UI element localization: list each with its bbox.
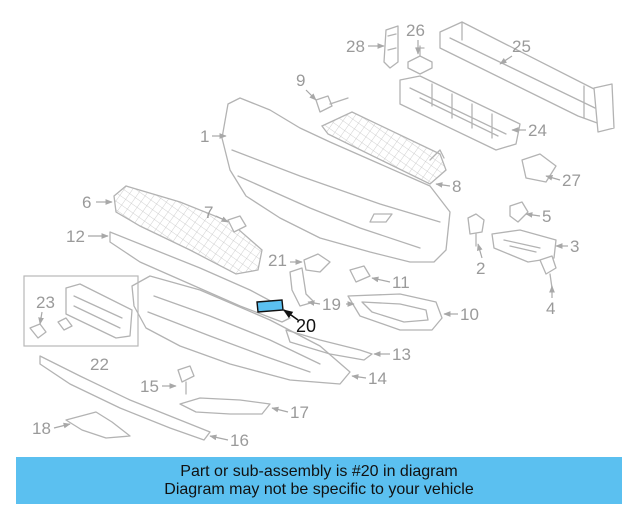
callout-label-11: 11 [392,273,410,292]
callout-26: 26 [406,21,425,55]
callout-label-7: 7 [204,203,213,222]
part-5-clip [509,201,529,223]
part-25-reinforcement-beam [439,21,615,133]
callout-label-19: 19 [322,295,341,314]
part-6-lower-grille [113,185,263,275]
callout-label-4: 4 [546,299,555,318]
callout-5: 5 [525,207,551,226]
part-20-highlighted [256,299,284,313]
part-15-bolt [177,365,195,395]
part-17-trim [179,397,271,415]
callout-12: 12 [66,227,109,246]
callout-label-10: 10 [460,305,479,324]
callout-label-20: 20 [296,316,316,336]
part-11-clip [349,265,371,283]
part-21-cap [303,253,331,273]
callout-3: 3 [555,237,579,256]
callout-label-23: 23 [36,293,55,312]
callout-label-18: 18 [32,419,51,438]
part-7-clip [227,215,247,233]
callout-label-13: 13 [392,345,411,364]
callout-14: 14 [351,369,387,388]
callout-label-16: 16 [230,431,249,450]
callout-label-8: 8 [452,177,461,196]
callout-label-12: 12 [66,227,85,246]
callout-label-14: 14 [368,369,387,388]
part-9-screw [315,95,349,113]
callout-label-15: 15 [140,377,159,396]
part-27-bracket [521,153,557,183]
callout-label-6: 6 [82,193,91,212]
callout-10: 10 [443,305,479,324]
callout-9: 9 [296,71,317,101]
callout-label-1: 1 [200,127,209,146]
callout-22: 22 [90,355,109,374]
callout-label-2: 2 [476,259,485,278]
callout-11: 11 [371,273,410,292]
callout-4: 4 [546,285,555,318]
part-2-bolt [467,213,485,247]
callout-label-5: 5 [542,207,551,226]
callout-label-9: 9 [296,71,305,90]
callout-13: 13 [373,345,411,364]
part-22-license-bracket-group [23,275,139,347]
callout-8: 8 [435,177,461,196]
part-13-lower-trim [285,329,373,361]
part-8-upper-grille [320,111,447,185]
banner-line-1: Part or sub-assembly is #20 in diagram [180,462,458,480]
callout-18: 18 [32,419,71,438]
callout-16: 16 [209,431,249,450]
callout-19: 19 [307,295,355,314]
part-19-bracket [289,267,315,307]
callout-1: 1 [200,127,227,146]
callout-label-17: 17 [290,403,309,422]
parts-diagram: 1 2 3 4 5 6 7 8 9 10 11 12 [23,21,615,450]
callout-2: 2 [476,243,485,278]
callout-21: 21 [268,251,303,270]
callout-label-24: 24 [528,121,547,140]
part-3-reflector-bracket [491,229,557,263]
part-10-fog-bezel [347,293,443,331]
part-12-trim-strip [109,231,291,323]
callout-15: 15 [140,377,177,396]
callout-24: 24 [511,121,547,140]
callout-17: 17 [271,403,309,422]
banner-line-2: Diagram may not be specific to your vehi… [164,480,474,498]
callout-6: 6 [82,193,113,212]
part-1-bumper-cover [221,97,451,263]
callout-28: 28 [346,37,385,56]
callout-25: 25 [499,37,531,65]
callout-27: 27 [545,171,581,190]
callout-label-26: 26 [406,21,425,40]
callout-20-highlighted: 20 [283,309,316,336]
part-24-energy-absorber [399,75,521,151]
part-26-bolt [407,45,433,75]
callout-label-25: 25 [512,37,531,56]
part-4-bolt [539,255,557,289]
info-banner: Part or sub-assembly is #20 in diagram D… [16,457,622,504]
callout-23: 23 [36,293,55,325]
callout-label-3: 3 [570,237,579,256]
callout-label-21: 21 [268,251,287,270]
part-16-lower-strip [39,355,211,441]
part-28-bracket [383,25,399,69]
callout-label-27: 27 [562,171,581,190]
part-18-corner [65,411,131,439]
callout-label-28: 28 [346,37,365,56]
callout-7: 7 [204,203,229,223]
part-14-lower-valance [131,275,351,385]
callout-label-22: 22 [90,355,109,374]
